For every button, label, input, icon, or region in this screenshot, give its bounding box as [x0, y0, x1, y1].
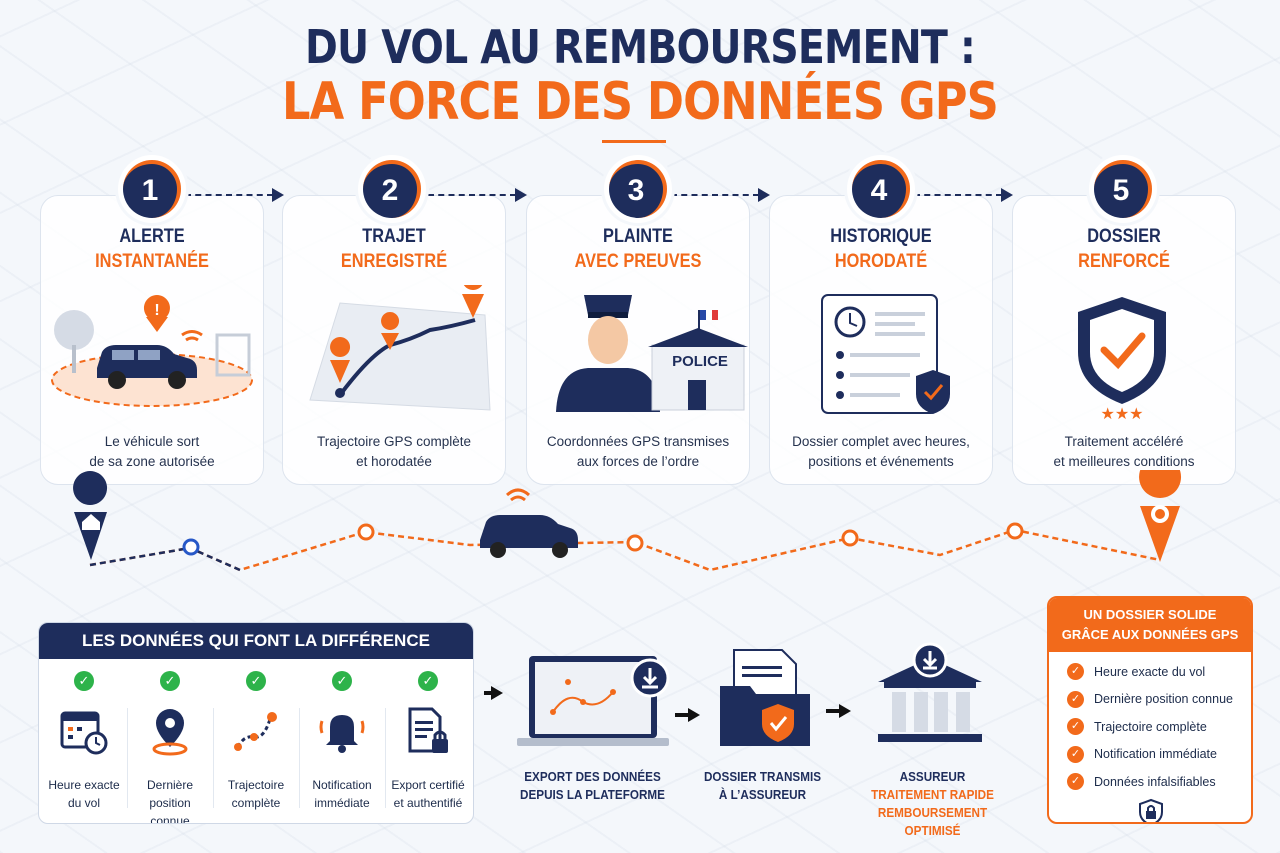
divider — [213, 708, 214, 808]
step-subtitle-4: HORODATÉ — [834, 251, 928, 272]
laptop-export-illustration — [517, 656, 670, 746]
bell-icon — [319, 715, 365, 753]
step-number-2: 2 — [363, 160, 421, 218]
arrow-head-icon — [272, 188, 284, 202]
solid-item: ✓Données infalsifiables — [1049, 768, 1251, 796]
title-line-1: DU VOL AU REMBOURSEMENT : — [305, 20, 976, 74]
police-sign: POLICE — [672, 353, 728, 370]
shield-lock-icon — [1139, 798, 1163, 822]
step-number-3: 3 — [609, 160, 667, 218]
arrow-head-icon — [758, 188, 770, 202]
divider — [127, 708, 128, 808]
folder-dossier-illustration — [720, 649, 810, 746]
divider — [385, 708, 386, 808]
step-subtitle-2: ENREGISTRÉ — [340, 251, 448, 272]
police-officer-station-illustration — [556, 295, 748, 412]
flow-arrow-stem — [826, 709, 840, 713]
step-subtitle-3: AVEC PREUVES — [574, 251, 702, 272]
theft-route-line — [73, 470, 1182, 572]
locked-document-icon — [408, 707, 448, 753]
step-title-5: DOSSIER — [1087, 226, 1161, 247]
calendar-clock-icon — [60, 711, 108, 755]
solid-item: ✓Heure exacte du vol — [1049, 658, 1251, 686]
title-underline — [602, 140, 666, 143]
check-icon: ✓ — [1067, 773, 1084, 791]
check-icon: ✓ — [1067, 663, 1084, 681]
connector-1-2 — [185, 194, 273, 196]
divider — [299, 708, 300, 808]
solid-item: ✓Dernière position connue — [1049, 686, 1251, 714]
data-box-title: LES DONNÉES QUI FONT LA DIFFÉRENCE — [39, 623, 473, 659]
arrow-head-icon — [1001, 188, 1013, 202]
step-number-5: 5 — [1094, 160, 1152, 218]
step-number-1: 1 — [123, 160, 181, 218]
connector-2-3 — [428, 194, 516, 196]
step-title-3: PLAINTE — [603, 226, 673, 247]
connector-4-5 — [914, 194, 1002, 196]
flow-arrow-icon — [688, 708, 700, 722]
check-icon: ✓ — [1067, 745, 1084, 763]
flow-arrow-stem — [675, 713, 689, 717]
step-subtitle-1: INSTANTANÉE — [95, 251, 209, 272]
flow-arrow-stem — [484, 691, 492, 695]
check-icon: ✓ — [418, 671, 438, 691]
svg-text:★★★: ★★★ — [1100, 404, 1143, 422]
solid-item: ✓Notification immédiate — [1049, 741, 1251, 769]
check-icon: ✓ — [1067, 690, 1084, 708]
step-title-4: HISTORIQUE — [830, 226, 932, 247]
step-subtitle-5: RENFORCÉ — [1078, 251, 1170, 272]
car-alert-illustration: ! — [51, 295, 253, 407]
route-icon — [234, 712, 277, 751]
step-title-1: ALERTE — [119, 226, 185, 247]
flow-arrow-icon — [839, 704, 851, 718]
arrow-head-icon — [515, 188, 527, 202]
check-icon: ✓ — [332, 671, 352, 691]
solid-item: ✓Trajectoire complète — [1049, 713, 1251, 741]
gps-route-map-illustration — [309, 285, 491, 411]
step-number-4: 4 — [852, 160, 910, 218]
check-icon: ✓ — [160, 671, 180, 691]
svg-text:!: ! — [154, 302, 159, 319]
data-difference-box: LES DONNÉES QUI FONT LA DIFFÉRENCE ✓ Heu… — [38, 622, 474, 824]
insurer-building-illustration — [878, 642, 982, 742]
map-pin-icon — [152, 709, 188, 756]
check-icon: ✓ — [1067, 718, 1084, 736]
step-desc-4: Dossier complet avec heures,positions et… — [792, 434, 970, 469]
step-title-2: TRAJET — [362, 226, 426, 247]
check-icon: ✓ — [246, 671, 266, 691]
connector-3-4 — [671, 194, 759, 196]
title-line-2: LA FORCE DES DONNÉES GPS — [282, 72, 999, 132]
timestamped-history-document-illustration — [821, 294, 950, 414]
flow-arrow-icon — [491, 686, 503, 700]
check-icon: ✓ — [74, 671, 94, 691]
shield-check-illustration: ★★★ — [1078, 297, 1166, 422]
